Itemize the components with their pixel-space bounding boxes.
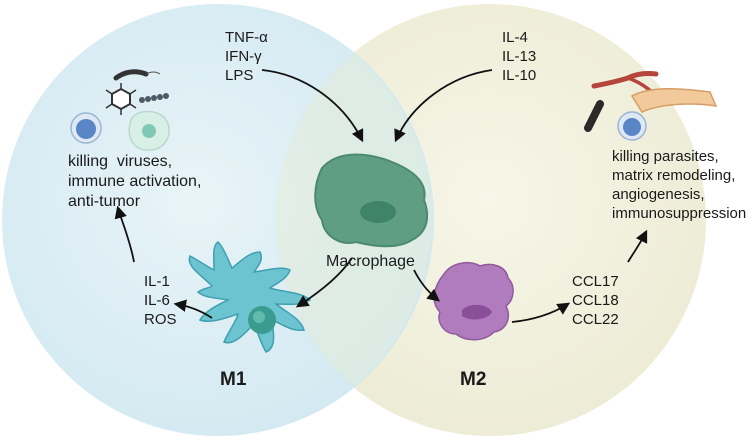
flagellum-icon (145, 71, 161, 75)
arrow-secretions-to-m1-functions (114, 205, 135, 263)
tumor-cell-icon (128, 110, 170, 151)
m1-function: anti-tumor (68, 193, 141, 210)
arrow-stimuli-to-macrophage (261, 69, 364, 143)
m1-secretion: ROS (144, 311, 177, 328)
m2-stimulus: IL-10 (502, 67, 537, 84)
arrow-m2-to-secretions (511, 302, 571, 323)
m1-stimulus: TNF-α (225, 29, 268, 46)
immune-cell-icon (70, 112, 102, 144)
arrow-cytokines-to-macrophage (394, 69, 493, 143)
m2-tissue-icons (584, 71, 718, 141)
m2-stimuli-list: IL-4 IL-13 IL-10 (502, 28, 536, 85)
m2-secretion: CCL17 (572, 273, 619, 290)
m2-secretions-list: CCL17 CCL18 CCL22 (572, 272, 619, 329)
m2-secretion: CCL18 (572, 292, 619, 309)
m1-stimuli-list: TNF-α IFN-γ LPS (225, 28, 268, 85)
m2-label: M2 (460, 369, 487, 390)
bacterium-icon (113, 69, 149, 81)
m1-function: killing viruses, (68, 153, 173, 170)
macrophage-label: Macrophage (326, 253, 415, 270)
m2-function: immunosuppression (612, 205, 747, 222)
m1-secretions-list: IL-1 IL-6 ROS (144, 272, 177, 329)
m1-pathogen-icons (70, 69, 170, 151)
matrix-tissue-icon (630, 87, 718, 113)
m2-cell (433, 261, 514, 341)
arrow-secretions-to-m2-functions (627, 229, 648, 263)
m2-function: matrix remodeling, (612, 167, 736, 184)
m2-functions-list: killing parasites, matrix remodeling, an… (612, 147, 746, 223)
m2-stimulus: IL-4 (502, 29, 528, 46)
parasite-icon (584, 100, 604, 132)
m1-stimulus: LPS (225, 67, 254, 84)
m1-cell (188, 241, 312, 353)
m2-secretion: CCL22 (572, 311, 619, 328)
m1-secretion: IL-6 (144, 292, 170, 309)
m2-immune-cell-icon (617, 111, 647, 141)
m1-secretion: IL-1 (144, 273, 170, 290)
arrow-macrophage-to-m1 (295, 257, 353, 308)
m1-stimulus: IFN-γ (225, 48, 262, 65)
m2-function: angiogenesis, (612, 186, 705, 203)
arrow-m1-to-secretions (173, 299, 213, 319)
m1-label: M1 (220, 369, 247, 390)
macrophage-cell (314, 153, 429, 248)
m1-functions-list: killing viruses, immune activation, anti… (68, 152, 201, 212)
m2-function: killing parasites, (612, 148, 719, 165)
arrow-macrophage-to-m2 (413, 269, 440, 302)
m2-stimulus: IL-13 (502, 48, 537, 65)
bacteria-chain-icon (139, 93, 169, 103)
m1-function: immune activation, (68, 173, 202, 190)
virus-icon (105, 83, 137, 115)
